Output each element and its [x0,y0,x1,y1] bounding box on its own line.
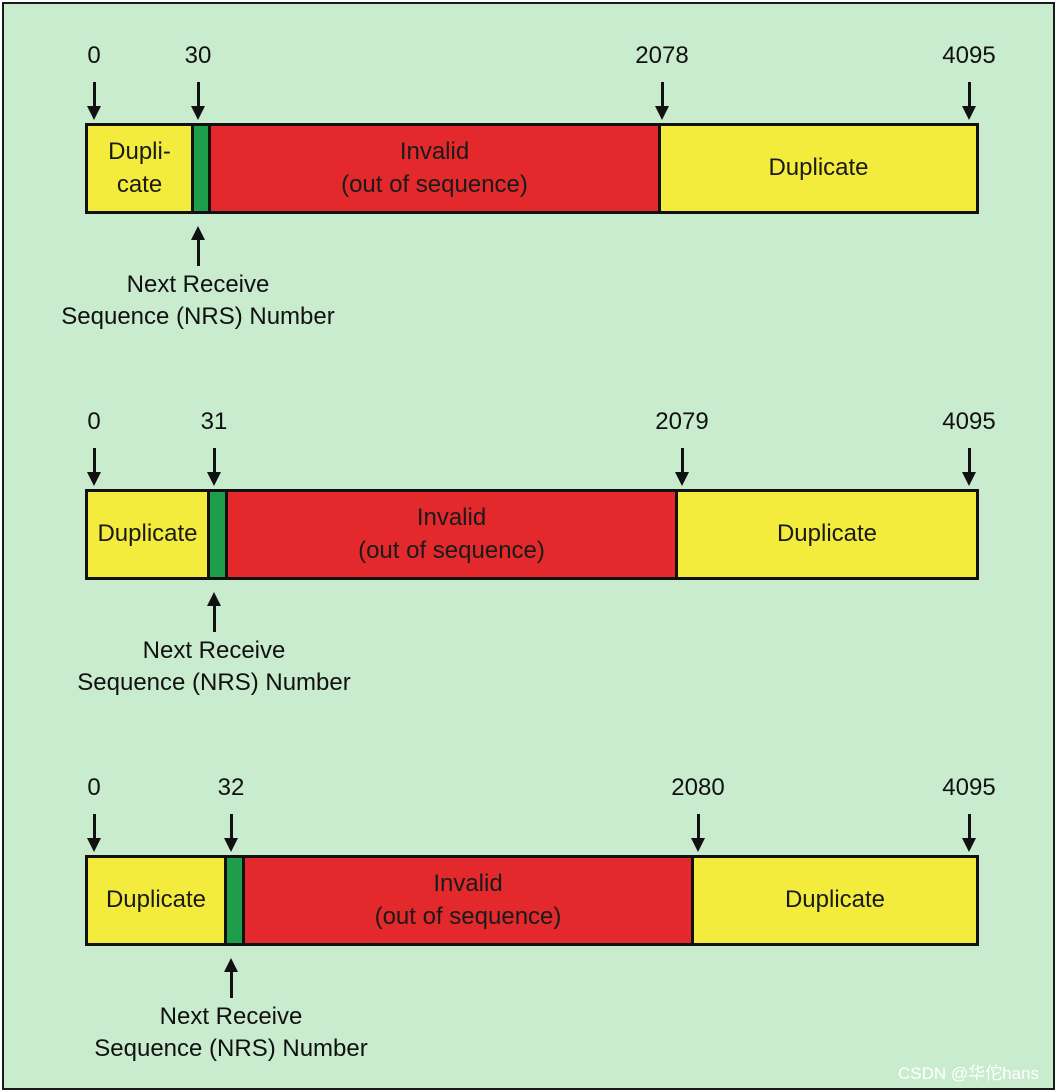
nrs-label: Next Receive Sequence (NRS) Number [77,635,350,700]
panel-3: 0 32 2080 4095 Duplicate Invalid (out of… [4,772,1053,1092]
tick-label-window-end: 2079 [655,408,709,435]
tick-label-window-end: 2078 [635,42,689,69]
panel-2: 0 31 2079 4095 Duplicate Invalid (out of… [4,406,1053,726]
tick-label-nrs: 32 [217,774,245,801]
sequence-bar: Duplicate Invalid (out of sequence) Dupl… [85,489,979,580]
sequence-bar: Dupli- cate Invalid (out of sequence) Du… [85,123,979,214]
panel-1: 0 30 2078 4095 Dupli- cate Invalid (out … [4,40,1053,360]
nrs-label-line2: Sequence (NRS) Number [61,303,335,331]
tick-label-window-end: 2080 [671,774,725,801]
invalid-sublabel: (out of sequence) [358,536,545,564]
tick-label-nrs: 31 [200,408,228,435]
segment-invalid: Invalid (out of sequence) [208,126,658,211]
segment-invalid: Invalid (out of sequence) [225,492,675,577]
nrs-label: Next Receive Sequence (NRS) Number [61,269,334,334]
watermark: CSDN @华佗hans [897,1064,1039,1083]
segment-nrs [224,858,242,943]
nrs-label-line1: Next Receive [142,637,286,664]
segment-duplicate-left: Duplicate [88,492,207,577]
nrs-label-line1: Next Receive [159,1003,303,1030]
nrs-label-line2: Sequence (NRS) Number [77,669,351,697]
tick-label-max: 4095 [942,774,996,801]
tick-label-max: 4095 [942,42,996,69]
tick-label-max: 4095 [942,408,996,435]
tick-label-0: 0 [87,408,101,435]
tick-label-nrs: 30 [184,42,212,69]
invalid-sublabel: (out of sequence) [374,902,562,930]
nrs-label: Next Receive Sequence (NRS) Number [94,1001,367,1066]
invalid-label: Invalid [416,504,487,532]
segment-invalid: Invalid (out of sequence) [242,858,691,943]
nrs-label-line1: Next Receive [126,271,270,298]
segment-nrs [207,492,225,577]
invalid-sublabel: (out of sequence) [341,170,528,198]
segment-duplicate-right: Duplicate [658,126,976,211]
nrs-label-line2: Sequence (NRS) Number [94,1035,368,1063]
segment-duplicate-right: Duplicate [675,492,976,577]
sequence-bar: Duplicate Invalid (out of sequence) Dupl… [85,855,979,946]
segment-duplicate-right: Duplicate [691,858,976,943]
invalid-label: Invalid [433,870,503,898]
segment-nrs [191,126,208,211]
segment-duplicate-left: Duplicate [88,858,224,943]
tick-label-0: 0 [87,774,101,801]
tick-label-0: 0 [87,42,101,69]
invalid-label: Invalid [399,138,470,166]
segment-duplicate-left: Dupli- cate [88,126,191,211]
